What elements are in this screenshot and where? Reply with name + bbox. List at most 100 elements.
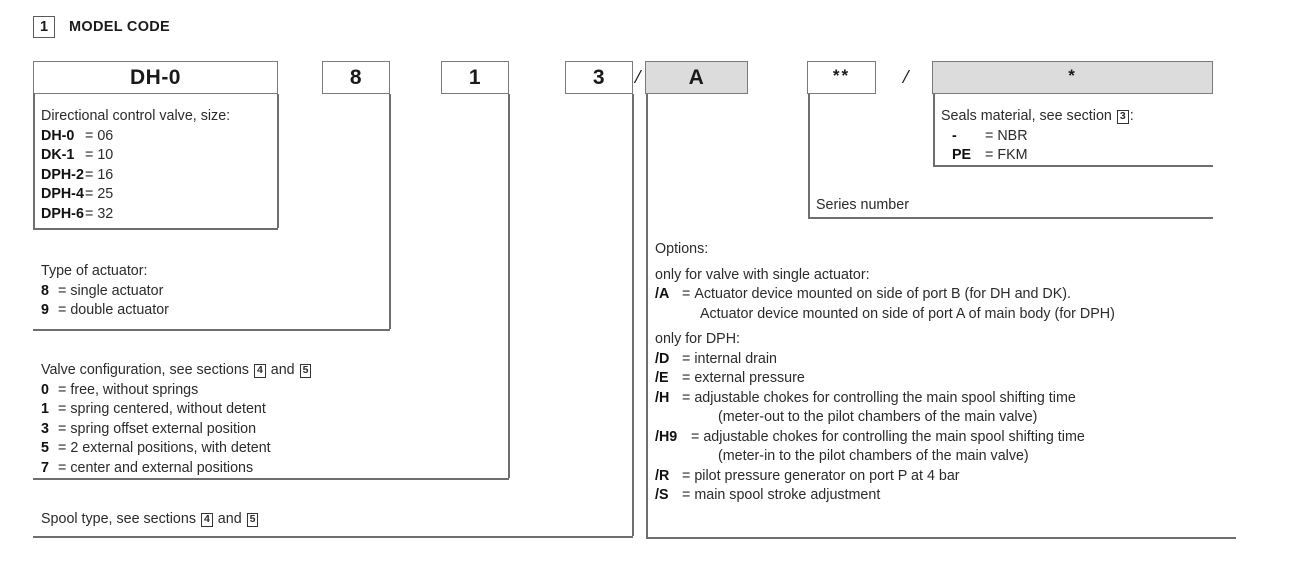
- block-size: Directional control valve, size: DH-0= 0…: [41, 107, 230, 224]
- page-title: MODEL CODE: [69, 19, 171, 35]
- options-value: internal drain: [694, 350, 777, 367]
- size-value: 32: [97, 205, 114, 222]
- code-box-seals[interactable]: *: [932, 61, 1213, 94]
- configuration-key: 5: [41, 440, 49, 456]
- options-cont: (meter-in to the pilot chambers of the m…: [718, 448, 1029, 464]
- seals-heading: Seals material, see section 3:: [941, 107, 1134, 127]
- configuration-eq: =: [58, 459, 67, 476]
- options-key: /H: [655, 389, 670, 406]
- configuration-item: 3 = spring offset external position: [41, 420, 312, 440]
- actuator-value: double actuator: [70, 302, 169, 318]
- seals-heading-post: :: [1129, 108, 1134, 124]
- leader-underline-spool: [33, 536, 633, 538]
- actuator-value: single actuator: [70, 282, 164, 299]
- section-ref-icon: 4: [200, 513, 213, 527]
- configuration-eq: =: [58, 381, 67, 398]
- spool-heading-mid: and: [217, 511, 242, 527]
- options-eq: =: [682, 286, 691, 302]
- options-item: /E= external pressure: [655, 369, 1115, 389]
- leader-line-seals: [933, 94, 935, 166]
- leader-line-configuration: [508, 94, 510, 478]
- code-box-configuration[interactable]: 1: [441, 61, 509, 94]
- options-key: /E: [655, 370, 669, 386]
- size-eq: =: [85, 127, 94, 144]
- leader-line-series: [808, 94, 810, 218]
- options-heading: Options:: [655, 241, 709, 257]
- options-key: /R: [655, 467, 670, 484]
- size-eq: =: [85, 147, 94, 163]
- options-value: Actuator device mounted on side of port …: [694, 286, 1072, 302]
- configuration-eq: =: [58, 420, 67, 437]
- options-value: main spool stroke adjustment: [694, 487, 881, 503]
- actuator-item: 8= single actuator: [41, 282, 169, 302]
- options-item: /H = adjustable chokes for controlling th…: [655, 389, 1115, 409]
- configuration-key: 0: [41, 381, 49, 398]
- leader-underline-configuration: [33, 478, 509, 480]
- options-key: /H9: [655, 428, 678, 445]
- options-value: pilot pressure generator on port P at 4 …: [694, 467, 960, 484]
- options-item-cont: (meter-out to the pilot chambers of the …: [655, 408, 1115, 428]
- options-value: adjustable chokes for controlling the ma…: [694, 389, 1076, 406]
- configuration-key: 3: [41, 420, 49, 437]
- seals-item: - = NBR: [941, 127, 1134, 147]
- seals-value: NBR: [997, 127, 1028, 144]
- code-box-options[interactable]: A: [645, 61, 748, 94]
- options-item: /S = main spool stroke adjustment: [655, 486, 1115, 506]
- spool-heading-pre: Spool type, see sections: [41, 511, 196, 527]
- configuration-item: 7= center and external positions: [41, 459, 312, 479]
- options-eq: =: [682, 389, 691, 406]
- code-box-series[interactable]: **: [807, 61, 876, 94]
- options-key: /S: [655, 487, 669, 503]
- seals-key: -: [952, 127, 957, 144]
- options-item: /D= internal drain: [655, 350, 1115, 370]
- options-item-cont: (meter-in to the pilot chambers of the m…: [655, 447, 1115, 467]
- slash-separator-2: /: [903, 66, 909, 88]
- leader-underline-options: [646, 537, 1236, 539]
- size-key: DPH-4: [41, 186, 84, 202]
- code-box-actuator[interactable]: 8: [322, 61, 390, 94]
- actuator-eq: =: [58, 302, 67, 318]
- section-ref-icon: 4: [253, 364, 266, 378]
- configuration-heading: Valve configuration, see sections 4 and …: [41, 361, 312, 381]
- leader-line-spool: [632, 94, 634, 536]
- options-item: /A= Actuator device mounted on side of p…: [655, 285, 1115, 305]
- seals-item: PE= FKM: [941, 146, 1134, 166]
- seals-eq: =: [985, 127, 994, 144]
- size-value: 16: [97, 166, 114, 183]
- block-configuration: Valve configuration, see sections 4 and …: [41, 361, 312, 478]
- size-eq: =: [85, 186, 94, 202]
- series-number-label: Series number: [816, 197, 909, 213]
- options-eq: =: [682, 487, 691, 503]
- leader-line-model-left: [33, 94, 35, 228]
- options-key: /D: [655, 350, 670, 367]
- seals-heading-pre: Seals material, see section: [941, 108, 1112, 124]
- seals-value: FKM: [997, 147, 1028, 163]
- code-box-model[interactable]: DH-0: [33, 61, 278, 94]
- configuration-item: 0= free, without springs: [41, 381, 312, 401]
- slash-separator-1: /: [635, 66, 641, 88]
- options-group1-heading: only for valve with single actuator:: [655, 266, 870, 283]
- configuration-heading-pre: Valve configuration, see sections: [41, 362, 249, 378]
- section-ref-icon: 3: [1116, 110, 1129, 124]
- configuration-value: spring centered, without detent: [70, 401, 266, 417]
- size-item: DK-1= 10: [41, 146, 230, 166]
- leader-line-model-right: [277, 94, 279, 228]
- actuator-key: 9: [41, 302, 49, 318]
- code-box-spool[interactable]: 3: [565, 61, 633, 94]
- size-item: DPH-4= 25: [41, 185, 230, 205]
- section-ref-icon: 5: [246, 513, 259, 527]
- options-group2-heading: only for DPH:: [655, 331, 741, 347]
- leader-underline-actuator: [33, 329, 390, 331]
- size-key: DPH-2: [41, 166, 84, 183]
- configuration-key: 7: [41, 459, 49, 476]
- actuator-item: 9 = double actuator: [41, 301, 169, 321]
- leader-underline-size: [33, 228, 278, 230]
- size-eq: =: [85, 205, 94, 222]
- size-item: DPH-2= 16: [41, 166, 230, 186]
- configuration-heading-mid: and: [270, 362, 295, 378]
- options-cont: (meter-out to the pilot chambers of the …: [718, 409, 1038, 425]
- configuration-value: 2 external positions, with detent: [70, 440, 271, 456]
- size-key: DK-1: [41, 147, 75, 163]
- configuration-value: spring offset external position: [70, 420, 257, 437]
- block-spool-type: Spool type, see sections 4 and 5: [41, 510, 259, 530]
